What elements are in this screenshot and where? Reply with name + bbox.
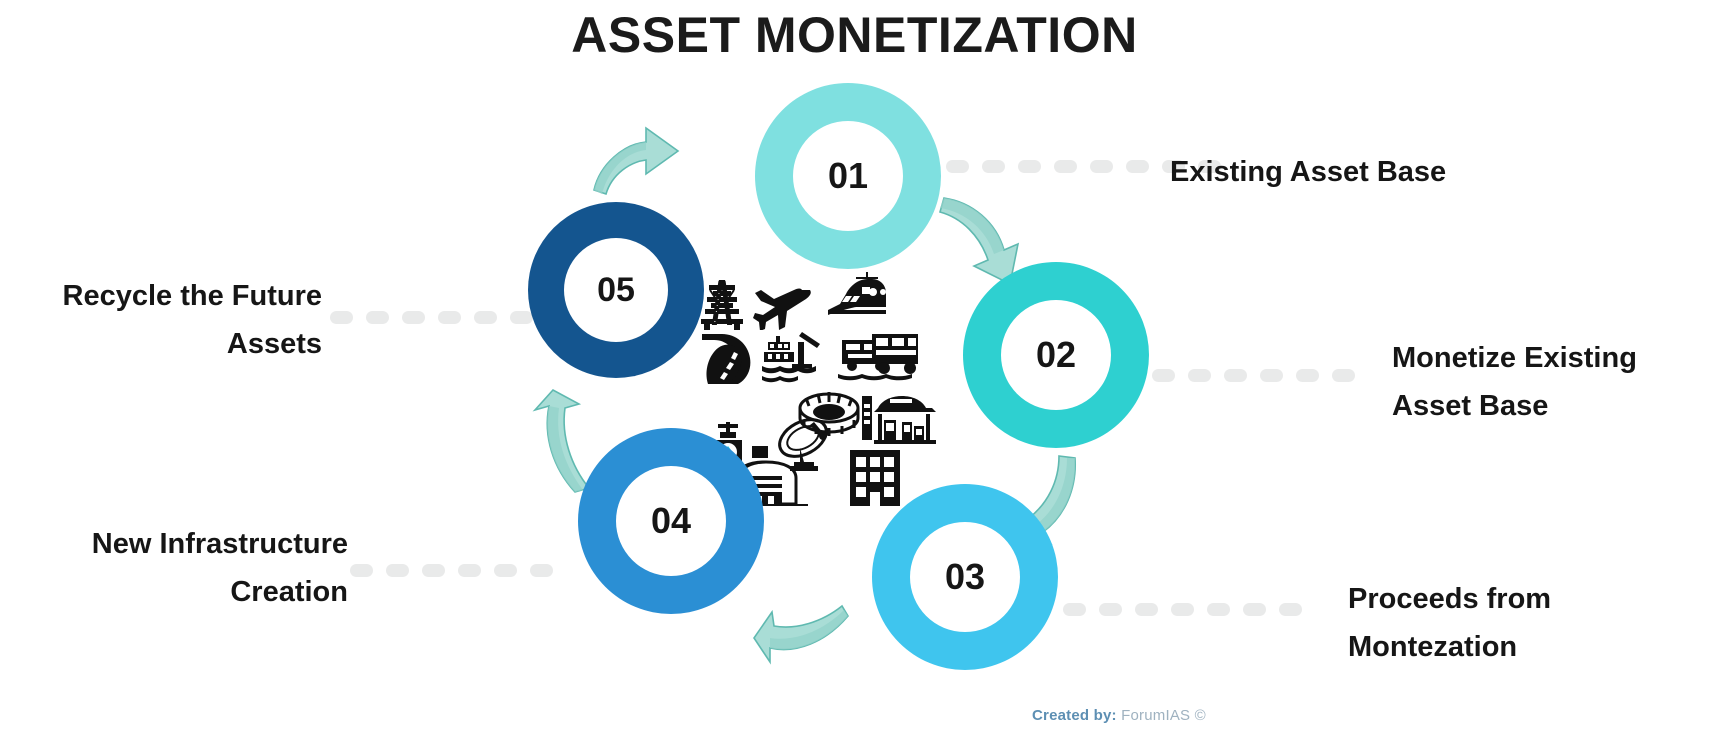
highway-road-icon (702, 334, 751, 384)
airplane-icon (753, 288, 811, 330)
step-label-05-line-2: Assets (226, 328, 322, 360)
step-number-05: 05 (564, 238, 668, 342)
office-building-icon (850, 450, 900, 506)
step-label-04-line-2: Creation (230, 576, 348, 608)
step-label-03-line-1: Proceeds from (1348, 583, 1552, 615)
arrow-05-to-01-icon (593, 126, 680, 196)
step-circle-05[interactable]: 05 (528, 202, 704, 378)
power-transmission-tower-icon (701, 280, 743, 330)
step-number-01: 01 (793, 121, 903, 231)
step-label-02-line-1: Monetize Existing (1392, 342, 1637, 374)
connector-line-step-04 (350, 564, 553, 577)
credit-line: Created by: ForumIAS © (1032, 707, 1206, 724)
step-label-04-line-1: New Infrastructure (91, 528, 348, 560)
gas-station-icon (862, 396, 936, 444)
arrow-03-to-04-icon (753, 604, 849, 665)
step-label-02: Monetize Existing Asset Base (1392, 334, 1702, 430)
step-circle-02[interactable]: 02 (963, 262, 1149, 448)
bus-icon (838, 334, 918, 381)
step-label-01: Existing Asset Base (1170, 148, 1600, 196)
step-label-05: Recycle the Future Assets (0, 272, 322, 368)
step-label-04: New Infrastructure Creation (0, 520, 348, 616)
connector-line-step-05 (330, 311, 533, 324)
stadium-icon (798, 392, 860, 436)
step-label-01-line-1: Existing Asset Base (1170, 156, 1447, 188)
step-label-03: Proceeds from Montezation (1348, 575, 1608, 671)
arrow-04-to-05-icon (532, 388, 591, 493)
step-number-02: 02 (1001, 300, 1111, 410)
connector-line-step-02 (1152, 369, 1355, 382)
credit-name: ForumIAS © (1121, 707, 1206, 724)
train-icon (828, 272, 886, 315)
page-title: ASSET MONETIZATION (571, 7, 1138, 63)
step-label-02-line-2: Asset Base (1392, 390, 1549, 422)
connector-line-step-03 (1063, 603, 1302, 616)
step-circle-01[interactable]: 01 (755, 83, 941, 269)
step-circle-03[interactable]: 03 (872, 484, 1058, 670)
step-label-05-line-1: Recycle the Future (62, 280, 322, 312)
step-circle-04[interactable]: 04 (578, 428, 764, 614)
credit-prefix: Created by: (1032, 707, 1117, 724)
step-number-04: 04 (616, 466, 726, 576)
satellite-dish-icon (778, 418, 828, 471)
step-label-03-line-2: Montezation (1348, 631, 1518, 663)
step-number-03: 03 (910, 522, 1020, 632)
connector-line-step-01 (946, 160, 1221, 173)
seaport-ship-icon (762, 332, 820, 383)
